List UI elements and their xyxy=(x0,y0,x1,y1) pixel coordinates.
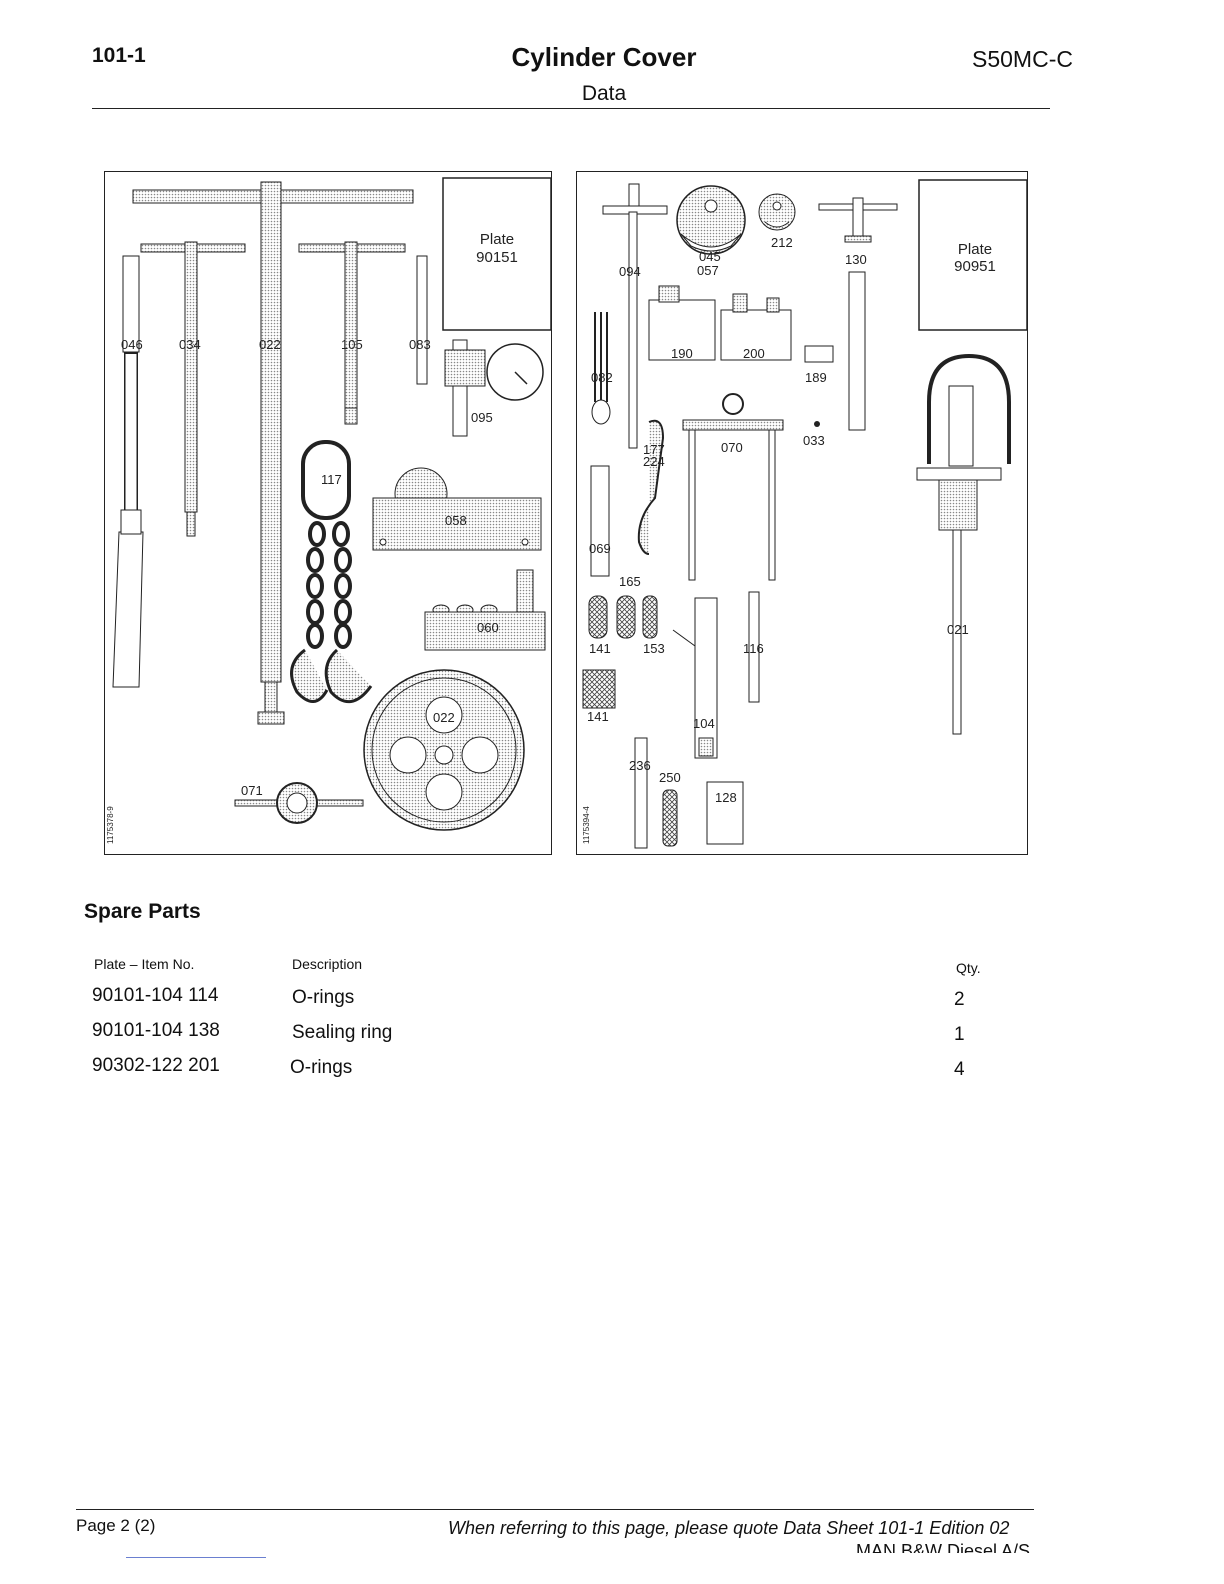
item-label: 189 xyxy=(805,370,827,385)
tool-104-icon xyxy=(694,597,718,759)
rod-083-icon xyxy=(416,255,428,385)
item-label: 128 xyxy=(715,790,737,805)
plate-label: Plate xyxy=(958,241,992,258)
item-label: 069 xyxy=(589,541,611,556)
table-cell-item-no: 90101-104 114 xyxy=(92,985,219,1006)
column-header-item-no: Plate – Item No. xyxy=(94,956,195,972)
tool-panel-left: Plate 90151 xyxy=(104,171,552,855)
hook-icon-2 xyxy=(324,648,373,703)
item-label: 224 xyxy=(643,454,665,469)
item-label: 034 xyxy=(179,337,201,352)
tongs-082-icon xyxy=(594,312,608,402)
plate-box-icon xyxy=(442,177,551,331)
item-label: 165 xyxy=(619,574,641,589)
item-label: 250 xyxy=(659,770,681,785)
tool-panel-right: Plate 90951 xyxy=(576,171,1028,855)
hook-icon xyxy=(290,648,329,703)
drawing-reference: 1175378-9 xyxy=(106,806,115,844)
rod-116-icon xyxy=(748,591,760,703)
box-190-icon xyxy=(648,299,716,361)
column-header-description: Description xyxy=(292,956,363,972)
footer-divider xyxy=(76,1509,1034,1510)
spanner-212-icon xyxy=(758,193,796,231)
item-label: 046 xyxy=(121,337,143,352)
item-label: 058 xyxy=(445,513,467,528)
table-cell-item-no: 90101-104 138 xyxy=(92,1020,220,1041)
page-number: Page 2 (2) xyxy=(76,1516,156,1535)
item-label: 116 xyxy=(743,641,764,656)
item-label: 083 xyxy=(409,337,431,352)
item-label: 212 xyxy=(771,235,793,250)
lifting-bow-icon xyxy=(927,353,1011,464)
long-spindle-icon xyxy=(260,181,282,683)
hook-spanner-icon xyxy=(637,419,665,555)
table-cell-description: O-rings xyxy=(292,987,355,1008)
item-label: 082 xyxy=(591,370,613,385)
spanner-045-icon xyxy=(676,185,746,255)
item-label: 236 xyxy=(629,758,651,773)
item-label: 022 xyxy=(259,337,281,352)
spindle-021-icon xyxy=(952,529,962,735)
item-label: 104 xyxy=(693,716,715,731)
plate-128-icon xyxy=(706,781,744,845)
table-cell-item-no: 90302-122 201 xyxy=(92,1055,220,1076)
frame-070-icon xyxy=(682,419,784,431)
table-cell-qty: 2 xyxy=(954,989,965,1010)
item-label: 105 xyxy=(341,337,363,352)
block-060-icon xyxy=(424,611,546,651)
lifting-ring-icon xyxy=(301,440,351,520)
tool-panel-right-drawing: Plate 90951 xyxy=(582,179,1027,849)
plate-number: 90151 xyxy=(476,249,518,266)
item-label: 033 xyxy=(803,433,825,448)
item-label: 021 xyxy=(947,622,969,637)
drawing-reference: 1175394-4 xyxy=(582,806,591,844)
rod-236-icon xyxy=(634,737,648,849)
item-label: 117 xyxy=(321,472,342,487)
chain-icon xyxy=(306,521,352,649)
item-label: 071 xyxy=(241,783,263,798)
table-cell-description: O-rings xyxy=(290,1057,353,1078)
page-title: Cylinder Cover xyxy=(511,42,697,72)
plate-box-icon xyxy=(918,179,1027,331)
plate-label: Plate xyxy=(480,231,514,248)
bar-069-icon xyxy=(590,465,610,577)
spare-parts-title: Spare Parts xyxy=(84,900,201,923)
item-label: 045 xyxy=(699,249,721,264)
box-200-icon xyxy=(720,309,792,361)
item-label: 177 xyxy=(643,442,665,457)
part-250-icon xyxy=(662,789,678,847)
plate-number: 90951 xyxy=(954,258,996,275)
item-label: 094 xyxy=(619,264,641,279)
tool-panel-left-drawing: Plate 90151 xyxy=(106,177,551,844)
page-subtitle: Data xyxy=(581,82,627,105)
footer-note: When referring to this page, please quot… xyxy=(448,1518,1010,1538)
item-label: 060 xyxy=(477,620,499,635)
item-label: 095 xyxy=(471,410,493,425)
item-label: 190 xyxy=(671,346,693,361)
scan-mark xyxy=(126,1557,266,1558)
item-label: 200 xyxy=(743,346,765,361)
item-label: 070 xyxy=(721,440,743,455)
part-189-icon xyxy=(804,345,834,363)
item-label: 141 xyxy=(589,641,611,656)
table-cell-qty: 4 xyxy=(954,1059,965,1080)
item-label: 153 xyxy=(643,641,665,656)
eye-bolt-icon xyxy=(722,393,744,415)
part-141b-icon xyxy=(582,669,616,709)
company-name: MAN B&W Diesel A/S xyxy=(856,1541,1031,1553)
header-divider xyxy=(92,108,1050,109)
item-label: 141 xyxy=(587,709,609,724)
table-cell-qty: 1 xyxy=(954,1024,965,1045)
item-label: 057 xyxy=(697,263,719,278)
part-153-icon xyxy=(642,595,658,639)
engine-type: S50MC-C xyxy=(972,46,1073,72)
block-058-icon xyxy=(372,497,542,551)
column-header-qty: Qty. xyxy=(956,960,981,976)
table-cell-description: Sealing ring xyxy=(292,1022,393,1043)
item-label: 022 xyxy=(433,710,455,725)
part-141-icon xyxy=(588,595,608,639)
section-number: 101-1 xyxy=(92,44,146,67)
item-label: 130 xyxy=(845,252,867,267)
